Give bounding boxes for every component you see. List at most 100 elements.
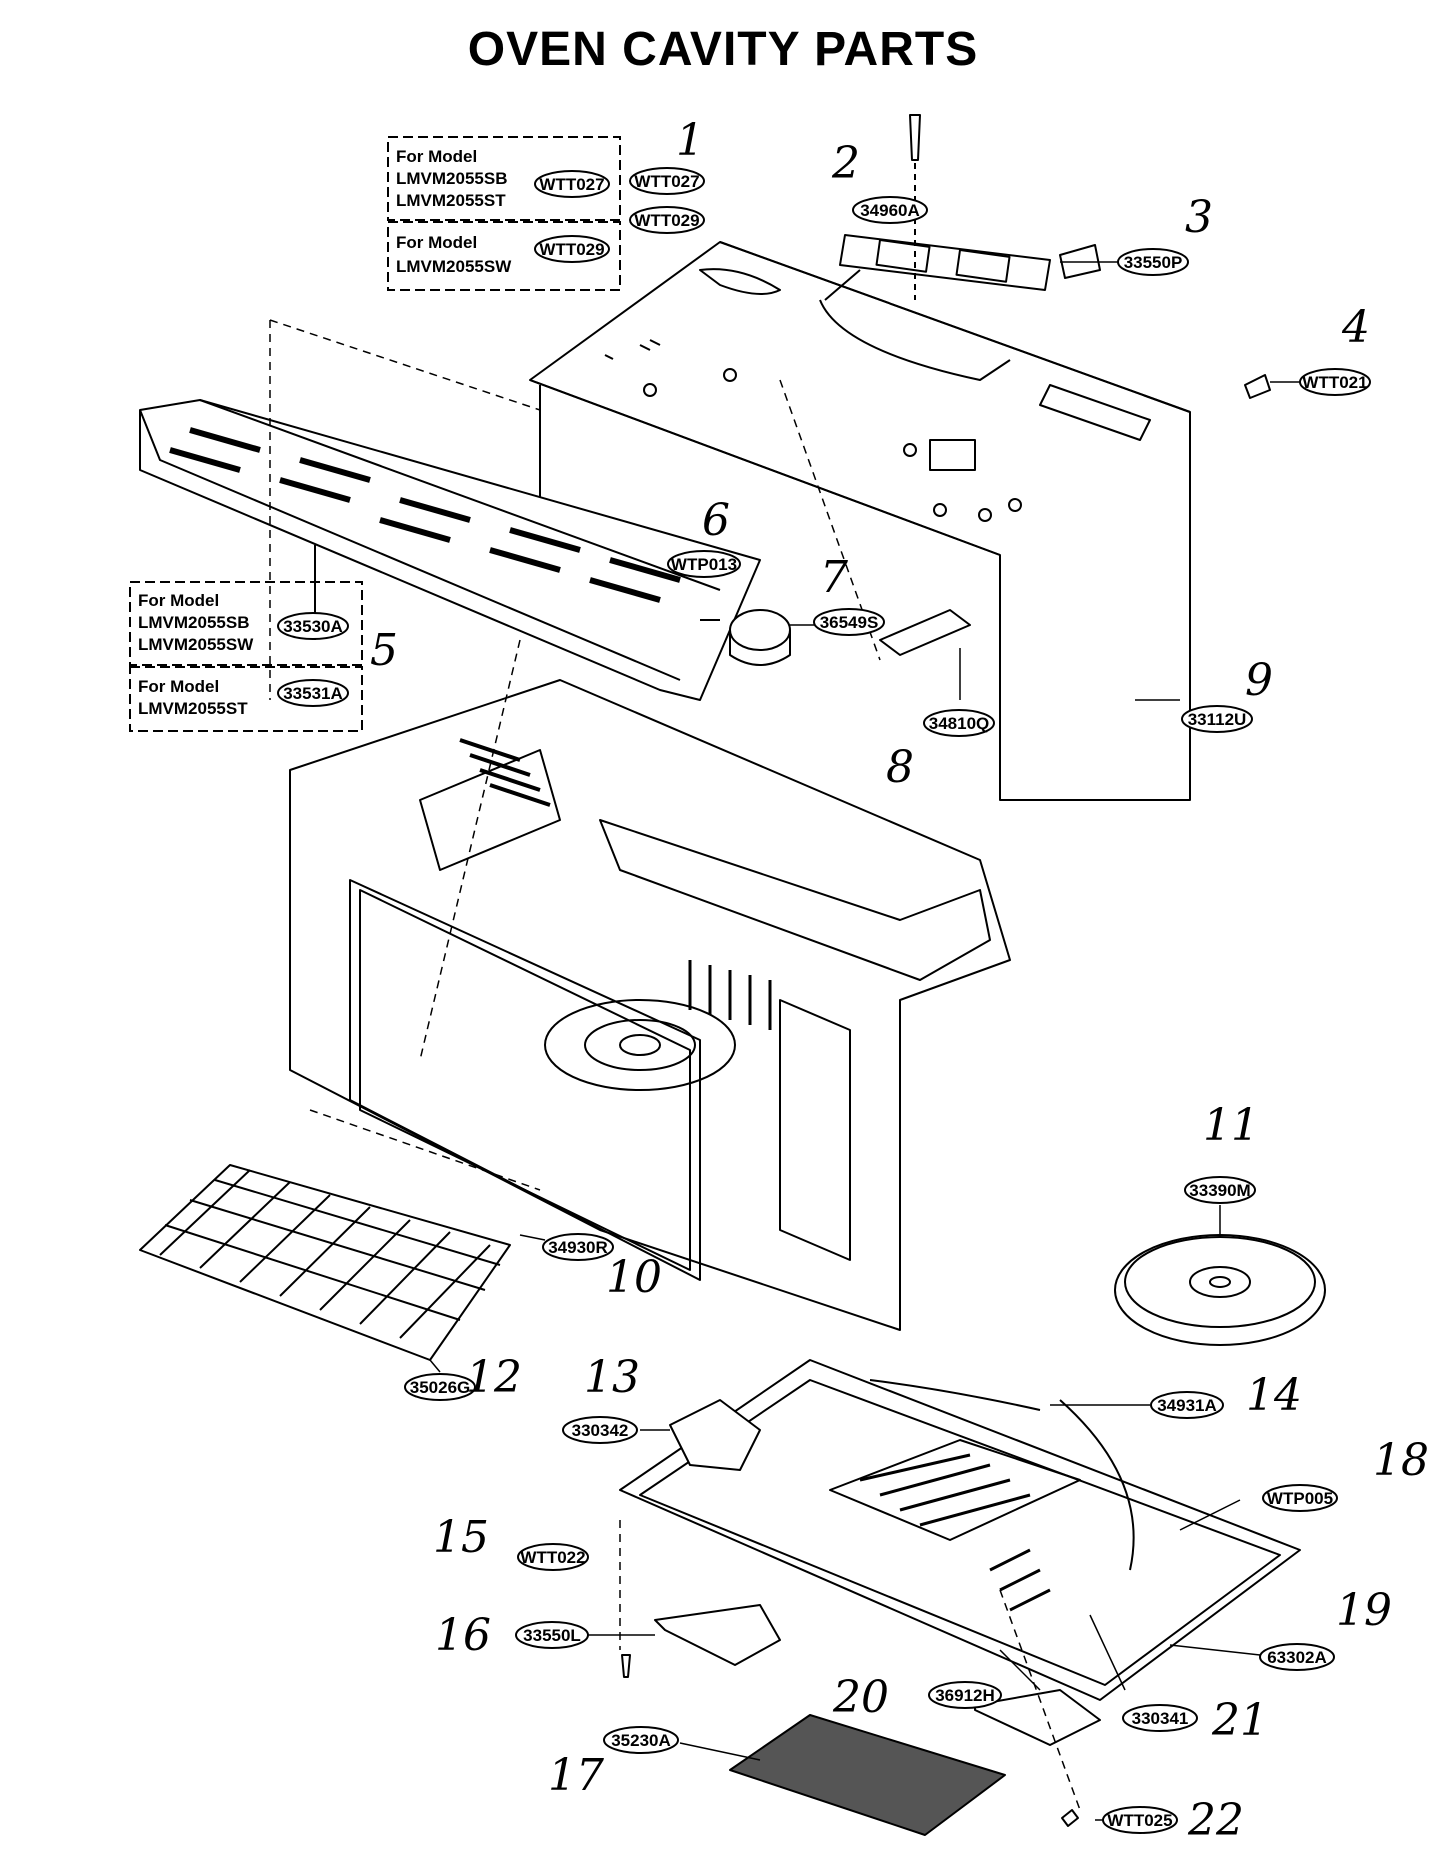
part-label: 33531A xyxy=(277,679,349,707)
model-box-left-a-line1: For Model xyxy=(138,591,219,610)
svg-text:36549S: 36549S xyxy=(820,613,879,632)
callout-number: 14 xyxy=(1246,1370,1302,1421)
svg-text:WTT021: WTT021 xyxy=(1302,373,1367,392)
model-box-top-a-line1: For Model xyxy=(396,147,477,166)
svg-text:35230A: 35230A xyxy=(611,1731,671,1750)
svg-text:330342: 330342 xyxy=(572,1421,629,1440)
model-box-top-b-line1: For Model xyxy=(396,233,477,252)
part-label: WTT022 xyxy=(517,1543,589,1571)
cavity-chassis-drawing xyxy=(289,679,1011,1331)
callout-number: 22 xyxy=(1187,1795,1244,1846)
callout-number: 5 xyxy=(370,625,398,676)
model-box-left-a-line2: LMVM2055SB xyxy=(138,613,249,632)
callout-number: 15 xyxy=(433,1512,489,1563)
svg-text:WTP013: WTP013 xyxy=(671,555,737,574)
svg-text:63302A: 63302A xyxy=(1267,1648,1327,1667)
part-label: 33550P xyxy=(1117,248,1189,276)
svg-text:WTP005: WTP005 xyxy=(1267,1489,1333,1508)
callout-number: 11 xyxy=(1203,1100,1259,1151)
callout-number: 10 xyxy=(606,1252,662,1303)
callout-number: 6 xyxy=(702,495,730,546)
svg-text:33550P: 33550P xyxy=(1124,253,1183,272)
callout-number: 12 xyxy=(466,1352,522,1403)
part-label: 33550L xyxy=(515,1621,589,1649)
svg-text:35026G: 35026G xyxy=(410,1378,471,1397)
svg-text:WTT027: WTT027 xyxy=(539,175,604,194)
screw-drawing-2 xyxy=(621,1654,631,1678)
part-label: WTT029 xyxy=(534,235,610,263)
part-label: 33530A xyxy=(277,612,349,640)
part-label: 34810Q xyxy=(923,709,995,737)
page-title: OVEN CAVITY PARTS xyxy=(467,23,979,76)
latch-drawing-2 xyxy=(974,1689,1101,1746)
callout-number: 19 xyxy=(1336,1585,1392,1636)
svg-text:330341: 330341 xyxy=(1132,1709,1189,1728)
svg-text:33390M: 33390M xyxy=(1189,1181,1250,1200)
model-box-left-a-line3: LMVM2055SW xyxy=(138,635,254,654)
part-label: 35026G xyxy=(404,1373,476,1401)
svg-text:WTT029: WTT029 xyxy=(634,211,699,230)
part-label: 34931A xyxy=(1150,1391,1224,1419)
latch-drawing xyxy=(654,1604,781,1666)
part-label: 33112U xyxy=(1181,705,1253,733)
part-label: 35230A xyxy=(603,1726,679,1754)
part-label: WTT025 xyxy=(1102,1806,1178,1834)
part-label: WTT027 xyxy=(534,170,610,198)
model-box-left-a xyxy=(129,581,363,666)
svg-text:34930R: 34930R xyxy=(548,1238,608,1257)
vent-grille-drawing xyxy=(139,399,761,701)
svg-text:33112U: 33112U xyxy=(1188,710,1247,729)
model-box-top-a-line2: LMVM2055SB xyxy=(396,169,507,188)
callout-number: 9 xyxy=(1245,655,1273,706)
part-label: 330342 xyxy=(562,1416,638,1444)
svg-text:33550L: 33550L xyxy=(523,1626,581,1645)
oven-rack-drawing xyxy=(139,1164,511,1361)
model-box-top-b-line2: LMVM2055SW xyxy=(396,257,512,276)
callout-number: 20 xyxy=(832,1672,889,1723)
callout-number: 1 xyxy=(676,115,704,166)
leader-lines xyxy=(314,261,1300,1821)
callout-number: 4 xyxy=(1341,302,1370,353)
part-label: 34960A xyxy=(852,196,928,224)
model-box-left-b xyxy=(129,666,363,732)
turntable-drawing xyxy=(1114,1234,1326,1346)
model-box-top-a xyxy=(387,136,621,221)
callout-number: 16 xyxy=(435,1610,491,1661)
model-box-top-a-line3: LMVM2055ST xyxy=(396,191,506,210)
grease-filter-drawing xyxy=(729,1714,1006,1836)
callout-number: 13 xyxy=(584,1352,640,1403)
callout-number: 18 xyxy=(1373,1435,1429,1486)
svg-text:WTT027: WTT027 xyxy=(634,172,699,191)
part-label: 34930R xyxy=(542,1233,614,1261)
svg-text:33530A: 33530A xyxy=(283,617,343,636)
part-label: 36912H xyxy=(928,1681,1002,1709)
svg-text:34931A: 34931A xyxy=(1157,1396,1217,1415)
outer-case-drawing xyxy=(529,241,1191,801)
part-label: WTT029 xyxy=(629,206,705,234)
part-label: 36549S xyxy=(813,608,885,636)
screw-drawing-3 xyxy=(1061,1809,1079,1827)
callout-number: 21 xyxy=(1211,1695,1268,1746)
callout-number: 7 xyxy=(820,552,848,603)
callout-number: 3 xyxy=(1185,192,1213,243)
part-label: WTT027 xyxy=(629,167,705,195)
control-frame-drawing xyxy=(819,114,1051,381)
part-label: 33390M xyxy=(1184,1176,1256,1204)
svg-text:33531A: 33531A xyxy=(283,684,343,703)
part-label: WTP005 xyxy=(1262,1484,1338,1512)
model-box-left-b-line2: LMVM2055ST xyxy=(138,699,248,718)
board-drawing xyxy=(879,609,971,656)
callout-number: 8 xyxy=(886,742,914,793)
part-label: WTT021 xyxy=(1299,368,1371,396)
part-label: 330341 xyxy=(1122,1704,1198,1732)
bottom-plate-drawing xyxy=(619,1359,1301,1701)
svg-text:34810Q: 34810Q xyxy=(929,714,990,733)
part-label: 63302A xyxy=(1259,1643,1335,1671)
svg-text:34960A: 34960A xyxy=(860,201,920,220)
svg-text:WTT022: WTT022 xyxy=(520,1548,585,1567)
svg-text:WTT025: WTT025 xyxy=(1107,1811,1172,1830)
callout-number: 17 xyxy=(548,1750,604,1801)
bracket-drawing xyxy=(1059,244,1101,279)
svg-text:WTT029: WTT029 xyxy=(539,240,604,259)
